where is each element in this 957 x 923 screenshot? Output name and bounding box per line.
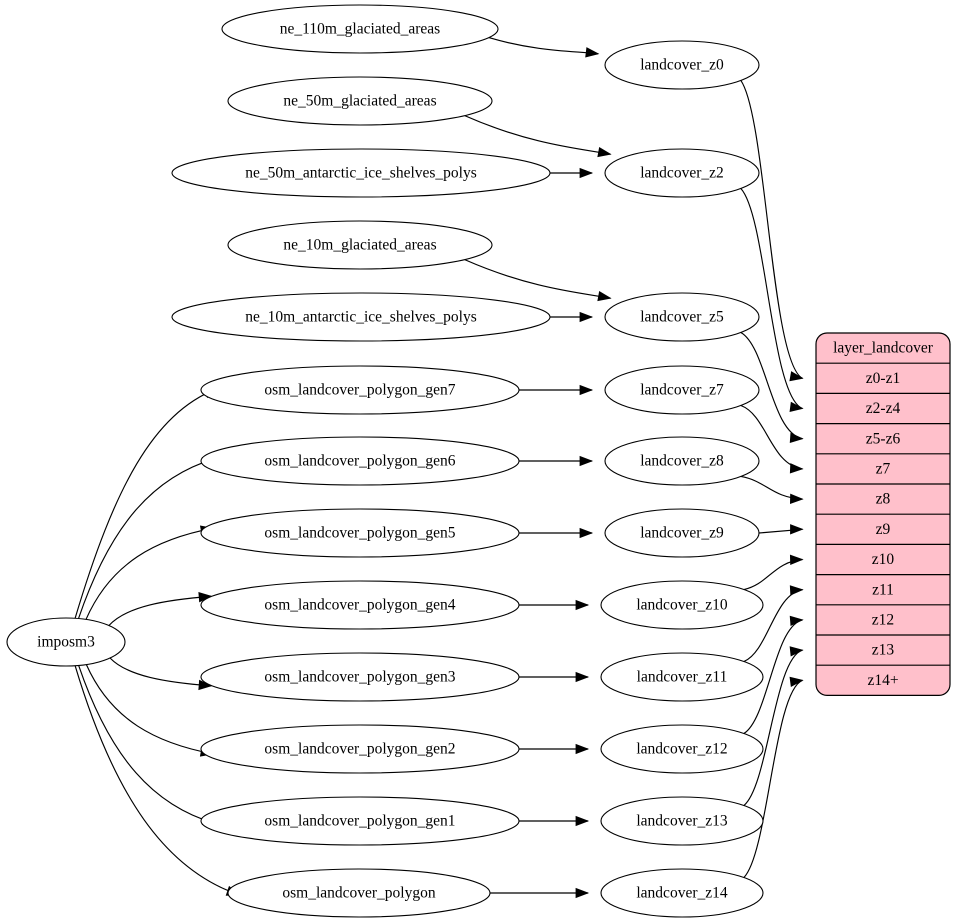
node-shape <box>604 436 760 486</box>
edge-arrowhead <box>790 524 804 535</box>
node-shape <box>227 868 491 918</box>
edge-arrowhead <box>789 554 804 566</box>
edge-imposm3-to-osm-landcover-polygon-gen7 <box>74 388 218 619</box>
edge-arrowhead <box>597 290 612 302</box>
edge-arrowhead <box>789 585 804 596</box>
node-shape <box>604 292 760 342</box>
edge-arrowhead <box>597 146 612 158</box>
node-landcover_z2[interactable]: landcover_z2 <box>604 148 760 198</box>
node-shape <box>600 652 764 702</box>
node-ne_50m_glaciated_areas[interactable]: ne_50m_glaciated_areas <box>227 76 493 126</box>
edge-arrowhead <box>579 455 594 467</box>
node-shape <box>200 796 520 846</box>
edge-landcover_z10-to-layer-landcover-z10 <box>743 558 803 591</box>
node-shape <box>600 724 764 774</box>
node-ne_110m_glaciated_areas[interactable]: ne_110m_glaciated_areas <box>221 4 499 54</box>
node-osm_landcover_polygon_gen1[interactable]: osm_landcover_polygon_gen1 <box>200 796 520 846</box>
edge-arrowhead <box>579 311 594 323</box>
node-imposm3[interactable]: imposm3 <box>6 617 126 667</box>
edge-imposm3-to-osm-landcover-polygon-gen3 <box>109 657 212 687</box>
edge-landcover_z5-to-layer-landcover-z5-z6 <box>740 331 803 440</box>
node-osm_landcover_polygon[interactable]: osm_landcover_polygon <box>227 868 491 918</box>
node-shape <box>200 508 520 558</box>
node-shape <box>200 436 520 486</box>
node-landcover_z14[interactable]: landcover_z14 <box>600 868 764 918</box>
edge-landcover_z13-to-layer-landcover-z13 <box>743 649 803 806</box>
edge-imposm3-to-osm-landcover-polygon <box>74 665 240 896</box>
record-node-layer-landcover[interactable]: layer_landcoverz0-z1z2-z4z5-z6z7z8z9z10z… <box>815 332 951 696</box>
node-shape <box>200 580 520 630</box>
node-osm_landcover_polygon_gen7[interactable]: osm_landcover_polygon_gen7 <box>200 365 520 415</box>
node-osm_landcover_polygon_gen4[interactable]: osm_landcover_polygon_gen4 <box>200 580 520 630</box>
edge-arrowhead <box>575 815 590 827</box>
node-landcover_z12[interactable]: landcover_z12 <box>600 724 764 774</box>
node-osm_landcover_polygon_gen5[interactable]: osm_landcover_polygon_gen5 <box>200 508 520 558</box>
edge-ne_110m_glaciated_areas-to-landcover-z0 <box>488 37 599 55</box>
node-landcover_z13[interactable]: landcover_z13 <box>600 796 764 846</box>
edge-arrowhead <box>789 371 804 382</box>
node-shape <box>200 652 520 702</box>
node-shape <box>171 148 551 198</box>
edge-landcover_z2-to-layer-landcover-z2-z4 <box>740 188 803 410</box>
edge-imposm3-to-osm-landcover-polygon-gen1 <box>78 665 216 825</box>
edge-arrowhead <box>575 743 590 755</box>
edge-imposm3-to-osm-landcover-polygon-gen5 <box>85 527 214 620</box>
node-shape <box>227 220 493 270</box>
edge-arrowhead <box>789 493 804 505</box>
node-osm_landcover_polygon_gen3[interactable]: osm_landcover_polygon_gen3 <box>200 652 520 702</box>
record-node-layer: layer_landcoverz0-z1z2-z4z5-z6z7z8z9z10z… <box>815 332 951 696</box>
edge-arrowhead <box>575 599 590 611</box>
node-landcover_z8[interactable]: landcover_z8 <box>604 436 760 486</box>
node-shape <box>200 365 520 415</box>
edge-landcover_z14-to-layer-landcover-z14- <box>743 679 803 878</box>
node-osm_landcover_polygon_gen6[interactable]: osm_landcover_polygon_gen6 <box>200 436 520 486</box>
node-shape <box>600 796 764 846</box>
node-landcover_z10[interactable]: landcover_z10 <box>600 580 764 630</box>
node-shape <box>6 617 126 667</box>
node-osm_landcover_polygon_gen2[interactable]: osm_landcover_polygon_gen2 <box>200 724 520 774</box>
edge-imposm3-to-osm-landcover-polygon-gen2 <box>85 664 214 755</box>
edge-arrowhead <box>789 676 804 688</box>
edge-imposm3-to-osm-landcover-polygon-gen6 <box>77 457 216 619</box>
node-landcover_z9[interactable]: landcover_z9 <box>604 508 760 558</box>
node-shape <box>604 365 760 415</box>
node-shape <box>221 4 499 54</box>
edge-ne_10m_glaciated_areas-to-landcover-z5 <box>464 259 611 299</box>
node-landcover_z7[interactable]: landcover_z7 <box>604 365 760 415</box>
node-shape <box>604 508 760 558</box>
node-shape <box>200 724 520 774</box>
edge-arrowhead <box>789 401 804 413</box>
node-shape <box>600 580 764 630</box>
edge-arrowhead <box>789 432 804 444</box>
node-landcover_z5[interactable]: landcover_z5 <box>604 292 760 342</box>
edge-arrowhead <box>789 646 804 657</box>
edge-arrowhead <box>579 527 594 539</box>
edge-arrowhead <box>789 463 804 474</box>
node-ne_10m_antarctic_ice_shelves_polys[interactable]: ne_10m_antarctic_ice_shelves_polys <box>171 292 551 342</box>
edge-landcover_z12-to-layer-landcover-z12 <box>743 619 803 735</box>
node-shape <box>604 40 760 90</box>
node-landcover_z0[interactable]: landcover_z0 <box>604 40 760 90</box>
node-landcover_z11[interactable]: landcover_z11 <box>600 652 764 702</box>
edge-arrowhead <box>575 671 590 683</box>
node-ne_10m_glaciated_areas[interactable]: ne_10m_glaciated_areas <box>227 220 493 270</box>
edge-ne_50m_glaciated_areas-to-landcover-z2 <box>464 115 611 155</box>
edge-arrowhead <box>789 615 804 627</box>
edge-landcover_z0-to-layer-landcover-z0-z1 <box>740 80 803 379</box>
edge-arrowhead <box>579 167 594 179</box>
node-shape <box>600 868 764 918</box>
edge-imposm3-to-osm-landcover-polygon-gen4 <box>108 595 212 626</box>
edge-arrowhead <box>579 384 594 396</box>
node-shape <box>171 292 551 342</box>
node-ne_50m_antarctic_ice_shelves_polys[interactable]: ne_50m_antarctic_ice_shelves_polys <box>171 148 551 198</box>
edge-arrowhead <box>585 47 600 58</box>
node-shape <box>227 76 493 126</box>
edge-arrowhead <box>575 887 590 899</box>
node-shape <box>604 148 760 198</box>
